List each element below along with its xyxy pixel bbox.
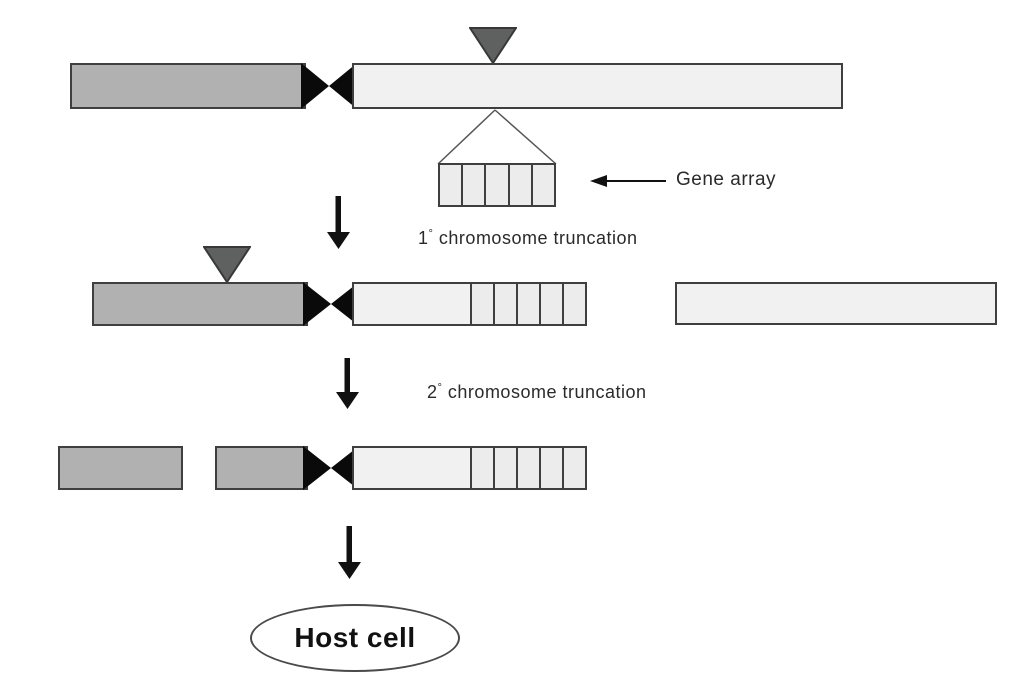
gene-array-segment (470, 446, 493, 490)
minichromosome-short-arm (352, 446, 587, 490)
gene-array-segment (484, 163, 508, 207)
truncated-arm-fragment (675, 282, 997, 325)
gene-array-segment (507, 163, 531, 207)
gene-array-segment (516, 446, 539, 490)
chromosome1-short-arm (352, 63, 843, 109)
gene-array-segment (562, 446, 587, 490)
left-arrow-icon (590, 175, 666, 187)
step2-text: chromosome truncation (442, 382, 647, 402)
down-arrow-icon (336, 358, 359, 409)
step1-number: 1 (418, 228, 429, 248)
host-cell-ellipse: Host cell (250, 604, 460, 672)
down-arrow-icon (338, 526, 361, 579)
gene-array-segment (461, 163, 485, 207)
callout-funnel-lines (437, 109, 557, 165)
step2-number: 2 (427, 382, 438, 402)
step1-truncation-label: 1° chromosome truncation (418, 228, 638, 249)
minichromosome-long-arm (215, 446, 308, 490)
insertion-site-triangle-icon (469, 27, 517, 64)
gene-array-segment (493, 446, 516, 490)
chromosome1-long-arm (70, 63, 306, 109)
gene-array-segment (539, 282, 562, 326)
gene-array-segment (530, 163, 557, 207)
minichromosome-centromere-icon (303, 446, 359, 490)
chromosome2-short-arm (352, 282, 587, 326)
insertion-site-triangle-icon (203, 246, 251, 283)
step1-text: chromosome truncation (433, 228, 638, 248)
minichromosome-gene-array-segments (470, 446, 587, 490)
chromosome2-centromere-icon (303, 282, 359, 326)
step2-truncation-label: 2° chromosome truncation (427, 382, 647, 403)
gene-array-segment (438, 163, 462, 207)
gene-array-segment (539, 446, 562, 490)
truncated-gray-fragment (58, 446, 183, 490)
step2-degree-mark: ° (437, 382, 443, 394)
step1-degree-mark: ° (428, 228, 434, 240)
gene-array-segment (562, 282, 587, 326)
down-arrow-icon (327, 196, 350, 249)
gene-array-segment (470, 282, 493, 326)
host-cell-label: Host cell (294, 622, 416, 653)
gene-array-segment (493, 282, 516, 326)
gene-array-label: Gene array (676, 169, 777, 190)
chromosome2-gene-array-segments (470, 282, 587, 326)
gene-array-box (438, 163, 557, 207)
chromosome2-long-arm (92, 282, 308, 326)
gene-array-segment (516, 282, 539, 326)
chromosome1-centromere-icon (301, 63, 357, 109)
